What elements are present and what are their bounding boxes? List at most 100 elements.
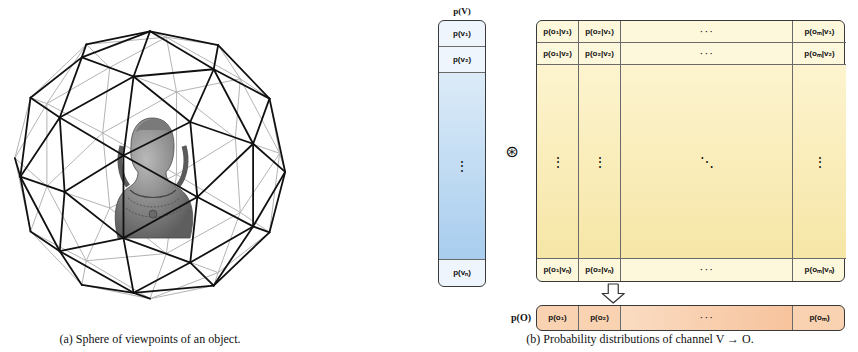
sphere-edge [20,177,59,252]
sphere-edge [47,104,103,133]
sphere-edge [123,76,133,155]
cell-text: p(o₁) [548,314,566,322]
probability-cell: p(o₁|v₂) [537,43,579,65]
sphere-edge [65,155,124,191]
sphere-edge [253,226,269,232]
cell-text: ⋮ [455,159,469,173]
sphere-edge [123,238,133,293]
sphere-edge [46,104,47,187]
caption: (a) Sphere of viewpoints of an object. [0,333,300,346]
sphere-edge [86,31,150,44]
sphere-edge [269,99,285,172]
result-arrow [602,284,624,303]
sphere-edge [177,92,236,138]
sphere-edge [150,31,214,69]
sphere-edge [235,79,240,138]
probability-cell: ⋱ [621,65,793,259]
sphere-edge [252,144,254,227]
sphere-edge [123,155,197,197]
distribution-name: p(V) [439,7,485,16]
sphere-edge [190,122,197,197]
sphere-back-edges [15,31,285,298]
sphere-edge [134,293,150,299]
sphere-edge [253,99,269,144]
sphere-edge [269,172,285,232]
sphere-edge [15,98,31,158]
probability-cell: p(v₂) [439,47,485,73]
sphere-edge [190,197,197,263]
sphere-edge [176,92,177,175]
sphere-edge [103,67,110,133]
probability-cell: p(o₁|vₙ) [537,259,579,281]
caption: (b) Probability distributions of channel… [430,333,850,346]
cell-text: p(v₂) [453,56,471,64]
sphere-edge [47,44,86,103]
sphere-edge [86,208,109,261]
sphere-edge [60,118,124,156]
probability-cell: p(o₂|vₙ) [579,259,621,281]
sphere-edge [134,286,214,293]
cell-text: p(oₘ) [809,314,829,322]
cell-text: p(o₂|v₂) [585,50,614,58]
sphere-edge [134,69,214,76]
cell-text: ⋮ [551,155,565,169]
operator-symbol: ⊛ [500,143,524,161]
probability-cell: p(v₁) [439,21,485,47]
sphere-edge [31,57,82,97]
cell-text: p(o₂|vₙ) [585,266,613,274]
probability-vector: p(v₁)p(v₂)⋮p(vₙ)p(V) [438,20,486,287]
sphere-edge [15,158,31,231]
sphere-edge [134,76,191,122]
sphere-edge [31,44,87,97]
cell-text: p(oₘ|v₁) [804,28,834,36]
probability-cell: p(o₂|v₁) [579,21,621,43]
sphere-edge [82,31,150,57]
sphere-edge [60,251,82,285]
cell-text: p(v₁) [453,30,471,38]
probability-cell: p(oₘ|v₂) [793,43,846,65]
sphere-edge [214,226,253,285]
sphere-edge [15,158,21,177]
probability-cell: p(o₂|v₂) [579,43,621,65]
sphere-edge [190,263,213,286]
sphere-edge [214,69,270,98]
cell-text: · · · [700,266,712,274]
probability-cell: p(o₁) [537,306,579,330]
cell-text: p(o₁|v₁) [543,28,571,36]
probability-cell: ⋮ [579,65,621,259]
sphere-front-edges [15,31,285,298]
probability-cell: p(o₁|v₁) [537,21,579,43]
sphere-edge [134,31,150,76]
sphere-edge [197,144,253,197]
sphere-edge [31,231,87,260]
cell-text: · · · [700,28,712,36]
probability-cell: p(oₘ) [793,306,846,330]
sphere-edge [123,122,190,155]
sphere-edge [47,133,103,186]
sphere-edge [31,98,60,118]
sphere-edge [60,251,134,293]
sphere-edge [197,197,253,226]
sphere-edge [60,238,124,251]
cell-text: p(o₁|v₂) [543,50,572,58]
probability-cell: p(vₙ) [439,260,485,286]
cell-text: · · · [700,50,712,58]
cell-text: p(vₙ) [453,269,471,277]
output-distribution-row: p(o₁)p(o₂)· · ·p(oₘ)p(O) [536,305,845,331]
sphere-edge [60,76,134,117]
sphere-edge [82,57,134,76]
probability-cell: · · · [621,259,793,281]
cell-text: p(oₘ|vₙ) [805,266,835,274]
probability-cell: p(oₘ|vₙ) [793,259,846,281]
cell-text: ⋱ [700,155,714,169]
probability-cell: p(o₂) [579,306,621,330]
probability-cell: p(oₘ|v₁) [793,21,846,43]
sphere-edge [235,138,240,212]
probability-matrix: p(o₁|v₁) p(o₂|v₁) · · · p(oₘ|v₁) p(o₁|v₂) p(o… [536,20,845,282]
cell-text: ⋮ [813,155,827,169]
cell-text: · · · [700,314,712,322]
probability-cell: ⋮ [793,65,846,259]
sphere-edge [31,186,47,231]
sphere-edge [31,231,82,284]
